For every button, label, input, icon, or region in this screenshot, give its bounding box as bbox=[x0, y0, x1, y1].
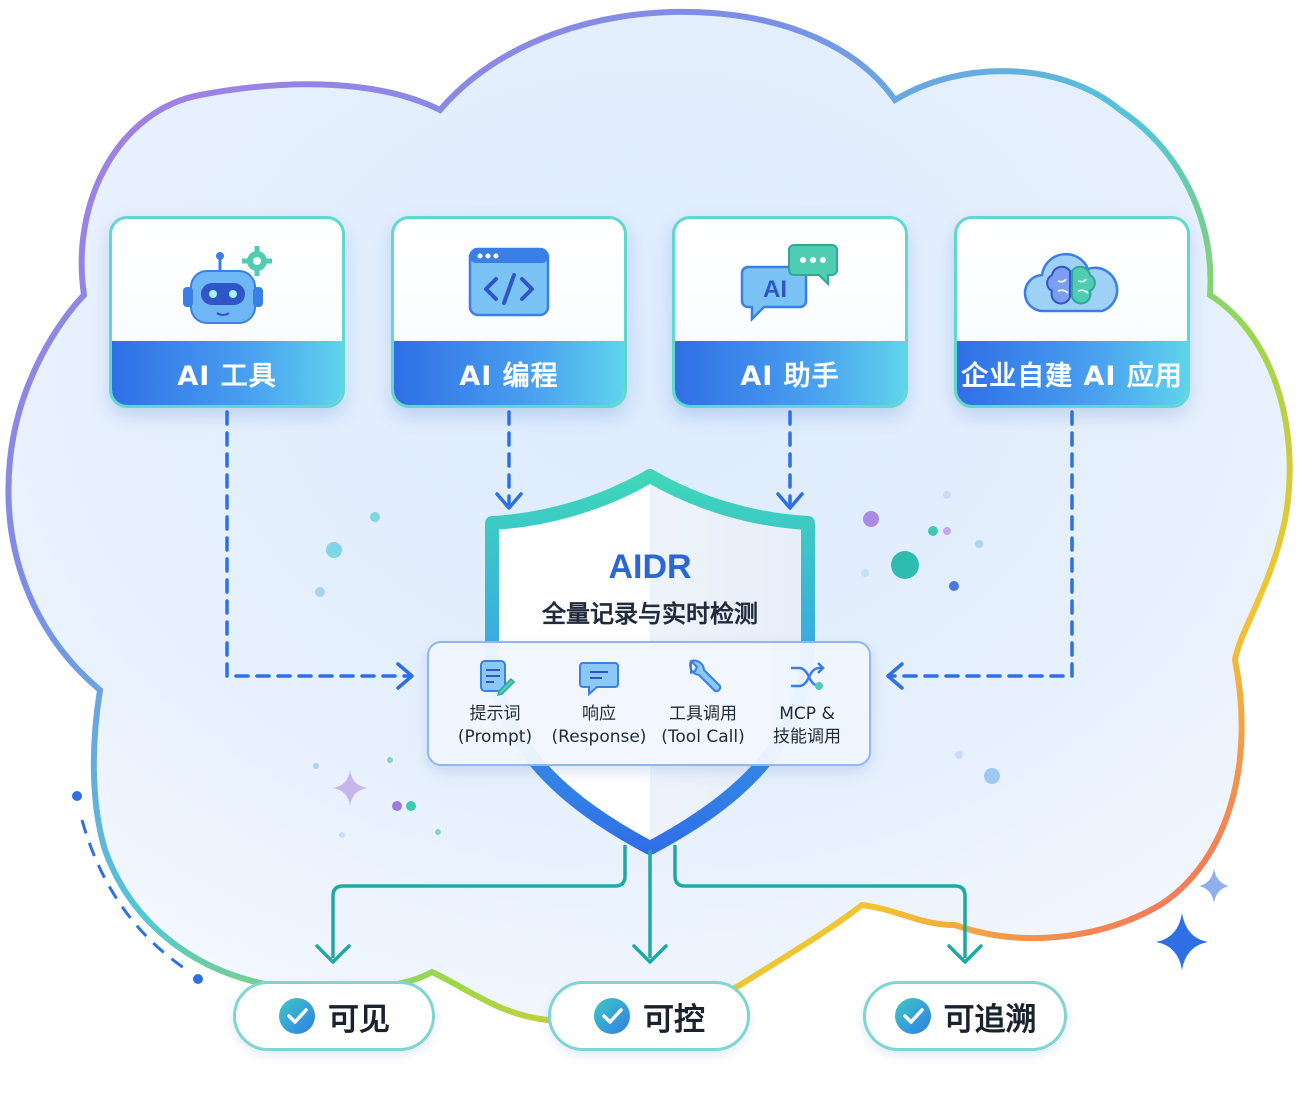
capture-item-prompt: 提示词 (Prompt) bbox=[443, 657, 547, 749]
code-window-icon bbox=[468, 247, 550, 317]
wrench-icon bbox=[689, 659, 722, 693]
capture-panel: 提示词 (Prompt) 响应 (Response) 工具调用 (Tool Ca… bbox=[427, 641, 871, 766]
outcome-label: 可追溯 bbox=[943, 1001, 1037, 1038]
source-flow-lines bbox=[225, 410, 1074, 678]
source-label: 企业自建 AI 应用 bbox=[957, 341, 1187, 405]
check-circle-icon bbox=[279, 998, 315, 1034]
robot-gear-icon bbox=[183, 246, 272, 324]
decorative-particles bbox=[313, 491, 1000, 838]
capture-label-line1: 工具调用 bbox=[669, 704, 737, 724]
capture-label-line2: 技能调用 bbox=[773, 727, 841, 747]
capture-item-mcp-skills: MCP & 技能调用 bbox=[755, 657, 859, 749]
outcome-traceable: 可追溯 bbox=[863, 981, 1067, 1051]
capture-label-line1: 响应 bbox=[582, 704, 616, 724]
outcome-label: 可控 bbox=[643, 1001, 705, 1038]
capture-label-line1: MCP & bbox=[779, 704, 835, 724]
check-circle-icon bbox=[594, 998, 630, 1034]
source-label: AI 助手 bbox=[675, 341, 905, 405]
source-card-enterprise-ai-app: 企业自建 AI 应用 bbox=[954, 216, 1190, 408]
aidr-title: AIDR bbox=[608, 548, 692, 586]
source-card-ai-coding: AI 编程 bbox=[391, 216, 627, 408]
check-circle-icon bbox=[894, 998, 931, 1034]
capture-label-line1: 提示词 bbox=[469, 704, 521, 724]
source-label: AI 工具 bbox=[112, 341, 342, 405]
outcome-visible: 可见 bbox=[233, 981, 435, 1051]
aidr-subtitle: 全量记录与实时检测 bbox=[542, 600, 758, 628]
source-label: AI 编程 bbox=[394, 341, 624, 405]
outcome-controllable: 可控 bbox=[548, 981, 750, 1051]
capture-label-line2: (Response) bbox=[551, 727, 647, 747]
chat-message-icon bbox=[579, 662, 619, 697]
source-card-ai-tools: AI 工具 bbox=[109, 216, 345, 408]
outer-decorations bbox=[72, 791, 1229, 984]
source-card-ai-assistant: AI AI 助手 bbox=[672, 216, 908, 408]
ai-chat-bubble-icon: AI bbox=[740, 244, 838, 323]
outcome-flow-lines bbox=[331, 845, 967, 958]
document-edit-icon bbox=[480, 660, 515, 697]
source-flow-arrowheads bbox=[396, 492, 904, 690]
outcome-label: 可见 bbox=[328, 1001, 390, 1038]
capture-label-line2: (Prompt) bbox=[457, 727, 533, 747]
cloud-brain-icon bbox=[1023, 252, 1119, 313]
shuffle-arrows-icon bbox=[791, 662, 825, 690]
capture-item-tool-call: 工具调用 (Tool Call) bbox=[651, 657, 755, 749]
svg-text:AI: AI bbox=[763, 276, 787, 303]
capture-label-line2: (Tool Call) bbox=[661, 727, 745, 747]
outcome-flow-arrowheads bbox=[315, 944, 983, 964]
capture-item-response: 响应 (Response) bbox=[547, 657, 651, 749]
